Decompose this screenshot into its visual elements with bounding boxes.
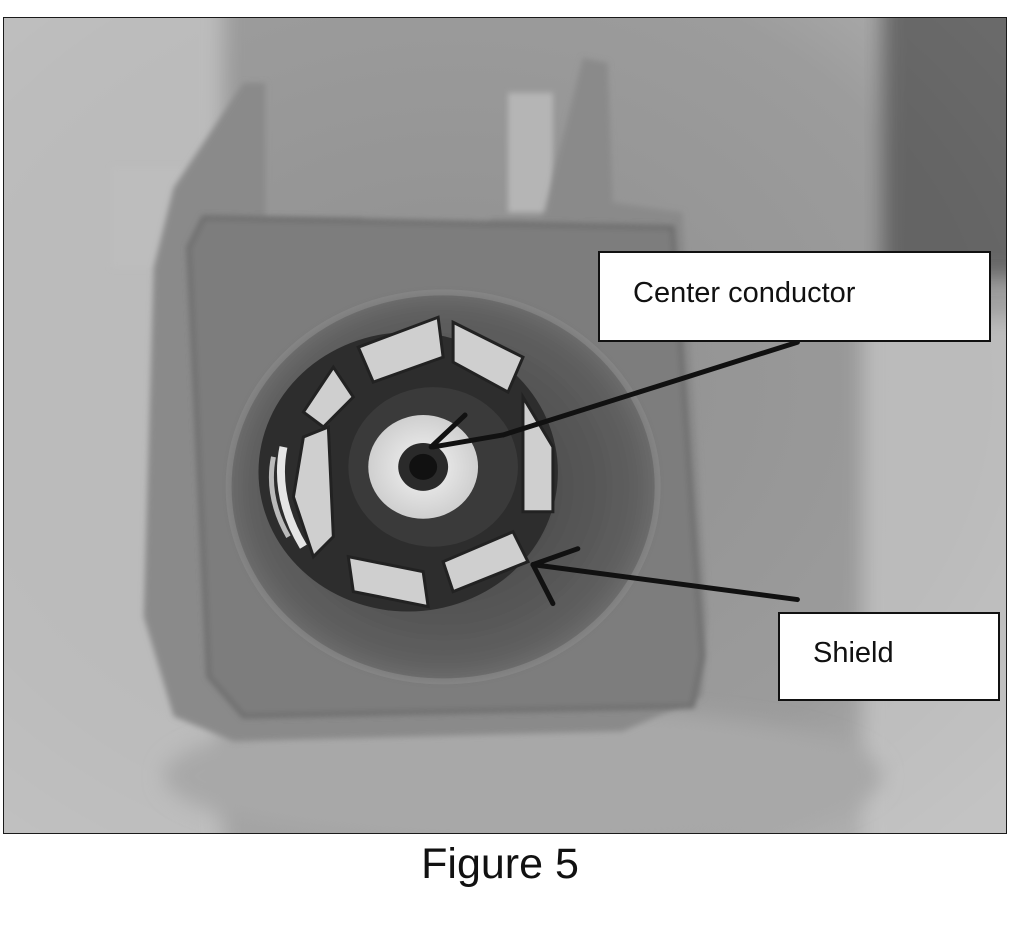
callout-shield: Shield [778, 612, 1000, 701]
callout-shield-label: Shield [813, 637, 894, 669]
figure-frame [3, 17, 1007, 834]
figure-caption: Figure 5 [421, 840, 579, 888]
connector-photo [4, 18, 1006, 833]
callout-center-conductor: Center conductor [598, 251, 991, 342]
callout-center-conductor-label: Center conductor [633, 277, 856, 309]
